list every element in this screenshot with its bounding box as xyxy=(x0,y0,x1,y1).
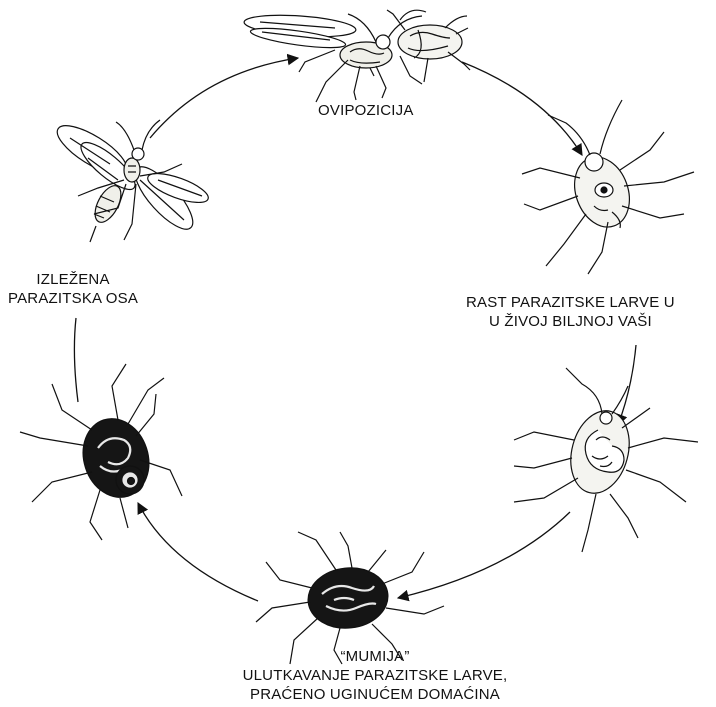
mumija-line-1: “MUMIJA” xyxy=(195,647,555,666)
mumija-line-3: PRAĆENO UGINUĆEM DOMAĆINA xyxy=(195,685,555,704)
mumija-line-2: ULUTKAVANJE PARAZITSKE LARVE, xyxy=(195,666,555,685)
mummy-aphid-icon xyxy=(256,532,444,664)
izlezena-line-2: PARAZITSKA OSA xyxy=(8,289,138,308)
arrow-growing-to-mummy xyxy=(398,512,570,598)
arrow-oviposition-to-larva xyxy=(462,62,582,155)
arrow-adult-to-oviposition xyxy=(150,58,298,138)
ovipozicija-text: OVIPOZICIJA xyxy=(318,101,414,120)
izlezena-osa-label: IZLEŽENA PARAZITSKA OSA xyxy=(8,270,138,308)
rast-line-1: RAST PARAZITSKE LARVE U xyxy=(466,293,675,312)
mumija-label: “MUMIJA” ULUTKAVANJE PARAZITSKE LARVE, P… xyxy=(195,647,555,704)
aphid-with-larva-icon xyxy=(522,100,694,274)
izlezena-line-1: IZLEŽENA xyxy=(8,270,138,289)
emerging-wasp-icon xyxy=(20,364,182,540)
rast-line-2: U ŽIVOJ BILJNOJ VAŠI xyxy=(466,312,675,331)
arrow-larva-to-growing xyxy=(618,345,636,425)
ovipozicija-label: OVIPOZICIJA xyxy=(318,101,414,120)
arrow-emerging-to-adult xyxy=(74,318,78,402)
aphid-larva-growing-icon xyxy=(514,368,698,552)
arrow-mummy-to-emerging xyxy=(138,503,258,601)
adult-wasp-icon xyxy=(51,117,212,242)
wasp-ovipositing-icon xyxy=(243,10,470,102)
rast-larve-label: RAST PARAZITSKE LARVE U U ŽIVOJ BILJNOJ … xyxy=(466,293,675,331)
